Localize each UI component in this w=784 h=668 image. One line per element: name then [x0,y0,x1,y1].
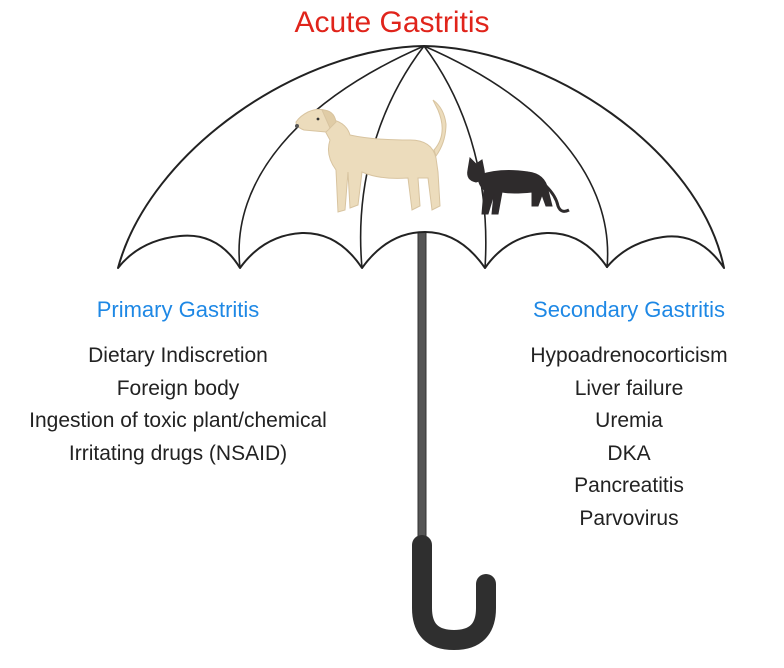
umbrella-handle [412,535,496,651]
primary-cause-item: Foreign body [116,376,240,400]
dog-icon [295,99,447,213]
secondary-gastritis-heading: Secondary Gastritis [533,297,725,322]
primary-cause-item: Ingestion of toxic plant/chemical [29,409,327,432]
umbrella-rib [238,45,425,269]
primary-cause-item: Irritating drugs (NSAID) [68,441,288,465]
umbrella-shaft [417,231,427,553]
secondary-cause-item: Parvovirus [579,506,679,530]
diagram-title: Acute Gastritis [294,6,490,39]
secondary-cause-item: DKA [607,441,651,465]
primary-cause-item: Dietary Indiscretion [88,344,268,367]
umbrella-rib [423,45,487,269]
secondary-cause-item: Hypoadrenocorticism [530,344,728,367]
cat-icon [467,156,570,215]
umbrella-rib [423,45,609,269]
secondary-cause-item: Liver failure [574,376,684,400]
secondary-gastritis-section: Secondary Gastritis Hypoadrenocorticism … [502,296,756,535]
secondary-cause-item: Uremia [595,409,663,432]
primary-gastritis-section: Primary Gastritis Dietary Indiscretion F… [0,296,356,470]
primary-gastritis-heading: Primary Gastritis [96,297,260,322]
secondary-cause-item: Pancreatitis [574,474,684,497]
